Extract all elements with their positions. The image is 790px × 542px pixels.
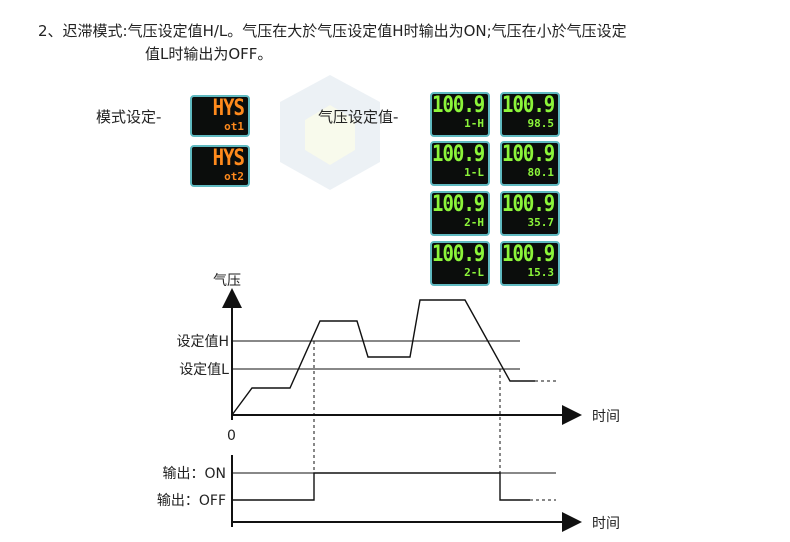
display-main: HYS — [212, 95, 245, 121]
display-sub: 80.1 — [527, 166, 555, 179]
display-main: 100.9 — [502, 141, 555, 167]
display-main: HYS — [212, 145, 245, 171]
display-sub: ot1 — [224, 120, 244, 133]
display-sub: ot2 — [224, 170, 244, 183]
display-sub: 2-L — [464, 266, 484, 279]
display-main: 100.9 — [432, 92, 485, 118]
hysteresis-diagram: 气压 时间 0 设定值H 设定值L 时间 输出：ON 输出：OFF — [157, 273, 620, 532]
output-on-label: 输出：ON — [163, 466, 227, 482]
mode-display-1: HYS ot1 — [190, 95, 250, 137]
display-sub: 2-H — [464, 216, 484, 229]
pressure-curve — [231, 299, 535, 416]
description-line-2: 值L时输出为OFF。 — [145, 45, 273, 63]
display-main: 100.9 — [432, 141, 485, 167]
setpoint-l-label: 设定值L — [179, 362, 229, 378]
output-off-label: 输出：OFF — [157, 493, 226, 509]
display-main: 100.9 — [432, 241, 485, 267]
display-sub: 1-L — [464, 166, 484, 179]
pressure-setting-label: 气压设定值- — [318, 108, 399, 126]
display-main: 100.9 — [502, 92, 555, 118]
setpoint-h-label: 设定值H — [176, 334, 229, 350]
display-sub: 15.3 — [527, 266, 555, 279]
display-sub: 35.7 — [527, 216, 555, 229]
output-trace — [232, 472, 530, 501]
display-main: 100.9 — [432, 191, 485, 217]
display-main: 100.9 — [502, 241, 555, 267]
display-sub: 1-H — [464, 117, 484, 130]
display-main: 100.9 — [502, 191, 555, 217]
output-x-axis-label: 时间 — [592, 516, 620, 532]
y-axis-label: 气压 — [213, 273, 241, 289]
mode-display-2: HYS ot2 — [190, 145, 250, 187]
x-axis-label: 时间 — [592, 409, 620, 425]
origin-label: 0 — [227, 428, 236, 444]
description-line-1: 2、迟滞模式:气压设定值H/L。气压在大於气压设定值H时输出为ON;气压在小於气… — [38, 22, 627, 40]
display-sub: 98.5 — [527, 117, 555, 130]
watermark-logo — [280, 75, 380, 190]
mode-setting-label: 模式设定- — [96, 108, 162, 126]
